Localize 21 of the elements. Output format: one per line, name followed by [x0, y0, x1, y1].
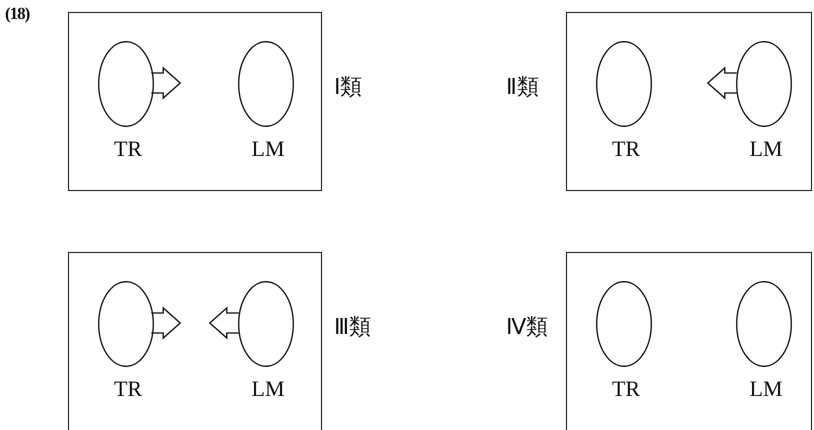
class-label: Ⅱ類	[506, 74, 539, 100]
class-label: Ⅳ類	[506, 314, 548, 340]
figure-number: (18)	[5, 4, 30, 24]
block-arrow	[208, 306, 240, 340]
ellipse-label: TR	[610, 137, 642, 161]
ellipse-label: LM	[748, 137, 784, 161]
ellipse-label: TR	[610, 377, 642, 401]
panel-box	[68, 12, 322, 191]
block-arrow	[150, 306, 182, 340]
ellipse-label: LM	[250, 137, 286, 161]
panel-box	[68, 252, 322, 430]
ellipse-label: TR	[112, 137, 144, 161]
ellipse-label: LM	[748, 377, 784, 401]
ellipse-label: TR	[112, 377, 144, 401]
panel-box	[566, 12, 812, 191]
panel-box	[566, 252, 812, 430]
block-arrow	[150, 66, 182, 100]
class-label: Ⅲ類	[334, 314, 371, 340]
ellipse-label: LM	[250, 377, 286, 401]
class-label: Ⅰ類	[334, 74, 362, 100]
block-arrow	[706, 66, 738, 100]
